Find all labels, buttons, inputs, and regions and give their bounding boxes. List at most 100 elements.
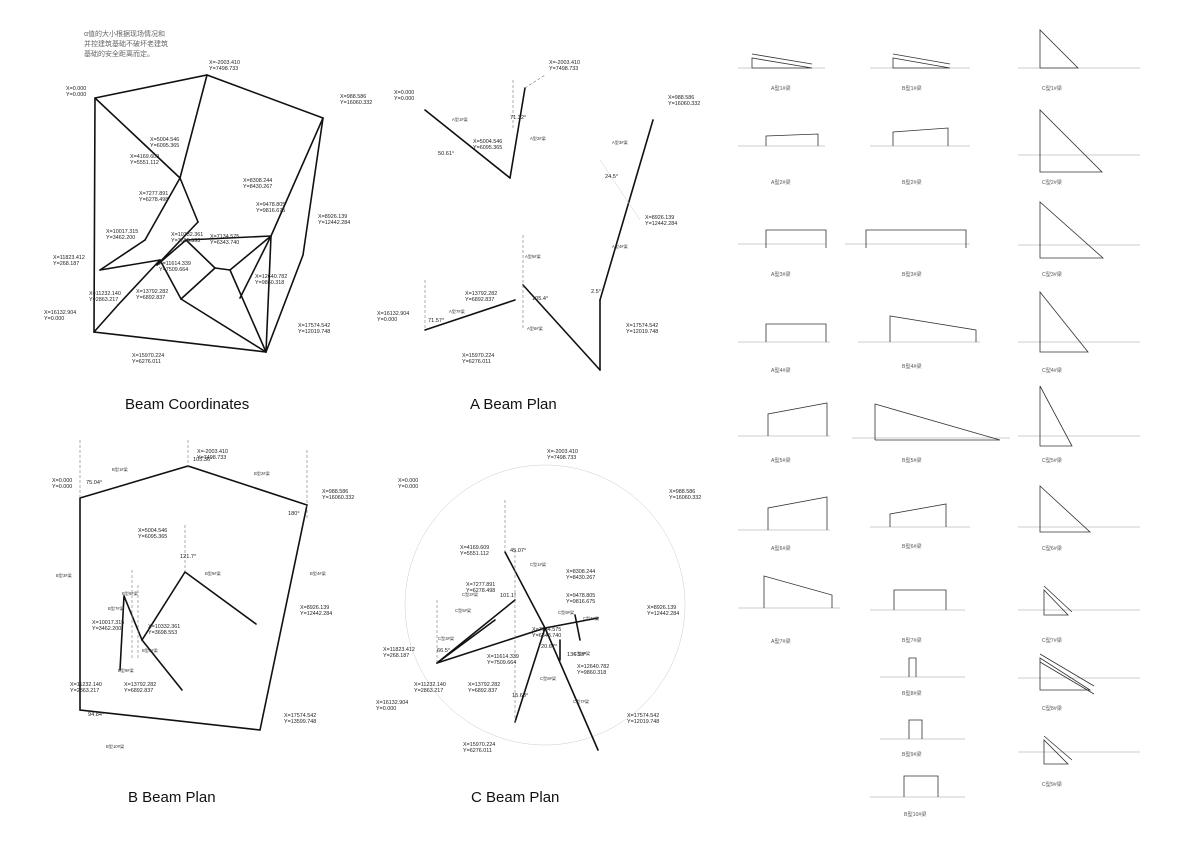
drawing-label: Y=6892.837 [468, 688, 497, 694]
drawing-label: Y=6276.011 [132, 359, 161, 365]
drawing-label: Y=6278.498 [466, 588, 495, 594]
drawing-label: B型6#梁 [902, 542, 922, 550]
drawing-label: A型3#梁 [771, 270, 791, 278]
drawing-label: Y=3698.553 [148, 630, 177, 636]
drawing-label: X=988.586 [669, 489, 695, 495]
drawing-label: X=13792.282 [465, 291, 497, 297]
drawing-label: B型1#梁 [902, 84, 922, 92]
title-c-beam-plan: C Beam Plan [471, 789, 559, 806]
drawing-label: Y=5551.112 [130, 160, 159, 166]
drawing-label: 71.32° [510, 115, 526, 121]
elevations-b-column: B型1#梁 B型2#梁 B型3#梁 B型4#梁 B型5#梁 B型6#梁 B型7#… [845, 53, 1010, 818]
drawing-label: B型5#梁 [902, 456, 922, 464]
drawing-label: 105.4° [532, 296, 548, 302]
drawing-label: Y=7509.664 [159, 267, 188, 273]
drawing-label: X=-2003.410 [547, 449, 578, 455]
drawing-label: C型7#梁 [573, 698, 590, 705]
drawing-label: Y=6892.837 [136, 295, 165, 301]
drawing-label: C型2#梁 [1042, 178, 1062, 186]
a-beam-plan-diagram: 50.61° 71.32° 24.5° 105.4° 2.5° 71.57° A… [377, 60, 700, 371]
drawing-label: Y=5551.112 [460, 551, 489, 557]
drawing-label: Y=6095.365 [150, 143, 179, 149]
title-beam-coordinates: Beam Coordinates [125, 396, 249, 413]
drawing-label: X=7134.575 [532, 627, 561, 633]
drawing-label: Y=6278.498 [139, 197, 168, 203]
drawing-label: X=8926.139 [647, 605, 676, 611]
drawing-label: Y=16060.332 [322, 495, 354, 501]
drawing-label: C型1#梁 [530, 561, 547, 568]
drawing-label: Y=0.000 [394, 96, 414, 102]
drawing-label: X=17574.542 [627, 713, 659, 719]
drawing-label: X=5004.546 [138, 528, 167, 534]
drawing-label: X=988.586 [340, 94, 366, 100]
drawing-label: X=4169.609 [130, 154, 159, 160]
drawing-label: Y=9860.318 [577, 670, 606, 676]
drawing-label: X=9478.805 [256, 202, 285, 208]
drawing-label: B型10#梁 [904, 810, 927, 818]
drawing-label: Y=16060.332 [669, 495, 701, 501]
drawing-label: C型5#梁 [1042, 456, 1062, 464]
drawing-label: Y=7498.733 [549, 66, 578, 72]
drawing-label: A型6#梁 [771, 544, 791, 552]
drawing-label: 121.7° [180, 554, 196, 560]
drawing-label: Y=12442.284 [645, 221, 677, 227]
drawing-label: X=17574.542 [284, 713, 316, 719]
elevations-c-column: C型1#梁 C型2#梁 C型3#梁 C型4#梁 C型5#梁 C型6#梁 C型7#… [1018, 29, 1140, 788]
drawing-label: Y=0.000 [376, 706, 396, 712]
drawing-label: C型9#梁 [558, 609, 575, 616]
drawing-label: X=4169.609 [460, 545, 489, 551]
drawing-label: Y=12442.284 [647, 611, 679, 617]
drawing-label: X=-2003.410 [197, 449, 228, 455]
drawing-label: 24.5° [605, 174, 618, 180]
drawing-label: Y=6095.365 [138, 534, 167, 540]
drawing-label: 45.07° [510, 548, 526, 554]
drawing-label: 50.61° [438, 151, 454, 157]
drawing-label: B型6#梁 [122, 590, 139, 597]
drawing-label: X=5004.546 [150, 137, 179, 143]
drawing-label: Y=2863.217 [70, 688, 99, 694]
drawing-label: B型1#梁 [112, 466, 129, 473]
drawing-label: 15.68° [512, 693, 528, 699]
drawing-label: A型3#梁 [612, 139, 629, 146]
drawing-label: X=0.000 [52, 478, 72, 484]
drawing-label: X=8926.139 [318, 214, 347, 220]
drawing-label: C型1#梁 [1042, 84, 1062, 92]
drawing-label: Y=9860.318 [255, 280, 284, 286]
drawing-label: X=10332.361 [148, 624, 180, 630]
drawing-label: X=9478.805 [566, 593, 595, 599]
drawing-label: Y=2863.217 [89, 297, 118, 303]
drawing-label: B型3#梁 [902, 270, 922, 278]
drawing-label: C型9#梁 [1042, 780, 1062, 788]
drawing-label: Y=8430.267 [243, 184, 272, 190]
drawing-label: X=12640.782 [255, 274, 287, 280]
drawing-label: C型4#梁 [583, 615, 600, 622]
drawing-label: Y=6892.837 [465, 297, 494, 303]
drawing-label: Y=3462.200 [92, 626, 121, 632]
drawing-label: Y=6892.837 [124, 688, 153, 694]
drawing-label: C型6#梁 [574, 650, 591, 657]
drawing-label: Y=7498.733 [209, 66, 238, 72]
drawing-label: X=988.586 [322, 489, 348, 495]
drawing-label: Y=16060.332 [668, 101, 700, 107]
drawing-label: B型2#梁 [254, 470, 271, 477]
drawing-label: X=0.000 [66, 86, 86, 92]
drawing-label: Y=12442.284 [300, 611, 332, 617]
drawing-label: Y=0.000 [377, 317, 397, 323]
drawing-label: C型4#梁 [1042, 366, 1062, 374]
drawing-label: C型8#梁 [1042, 704, 1062, 712]
drawing-label: Y=3462.200 [106, 235, 135, 241]
drawing-label: X=0.000 [394, 90, 414, 96]
drawing-label: X=13792.282 [136, 289, 168, 295]
drawing-label: A型4#梁 [771, 366, 791, 374]
drawing-label: Y=8430.267 [566, 575, 595, 581]
elevations-a-column: A型1#梁 A型2#梁 A型3#梁 A型4#梁 A型5#梁 A型6#梁 A型7#… [738, 53, 840, 645]
c-beam-plan-diagram: 45.07° 101.1° 66.5° 15.68° 20.67° 136.53… [376, 449, 701, 754]
drawing-label: B型8#梁 [142, 647, 159, 654]
title-a-beam-plan: A Beam Plan [470, 396, 557, 413]
drawing-label: Y=12019.748 [627, 719, 659, 725]
drawing-label: B型7#梁 [108, 605, 125, 612]
drawing-label: X=11823.412 [383, 647, 415, 653]
drawing-label: Y=6095.365 [473, 145, 502, 151]
drawing-label: X=16132.904 [44, 310, 76, 316]
